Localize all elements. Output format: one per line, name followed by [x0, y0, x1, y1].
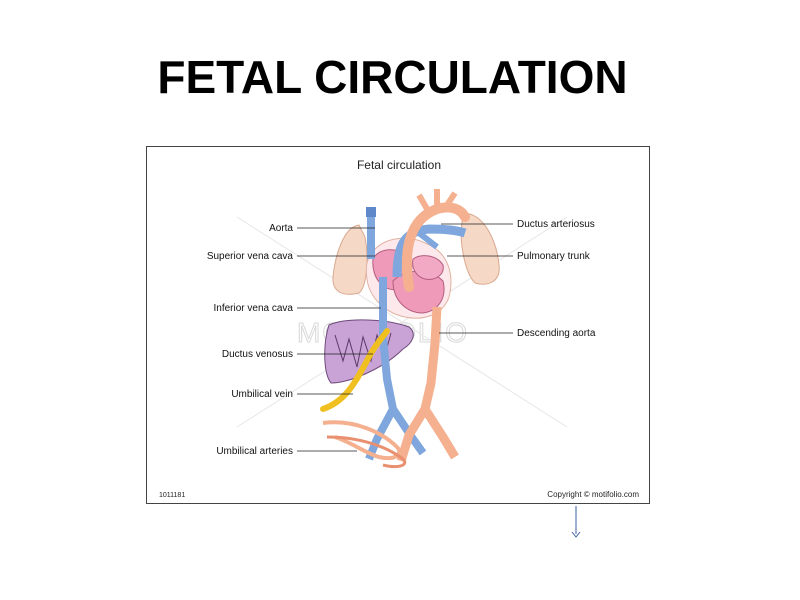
- pulmonary-branch: [417, 230, 439, 250]
- svc-end: [366, 207, 376, 217]
- fetal-circulation-figure: MOTIFOLIO Fetal circulation: [146, 146, 650, 504]
- right-lung: [460, 212, 500, 285]
- label-pulmonary-trunk: Pulmonary trunk: [517, 251, 591, 262]
- label-umbilical-vein: Umbilical vein: [231, 389, 293, 400]
- left-atrium: [412, 255, 444, 280]
- label-umbilical-arteries: Umbilical arteries: [216, 446, 293, 457]
- left-lung: [332, 224, 368, 295]
- label-superior-vena-cava: Superior vena cava: [207, 251, 294, 262]
- aortic-arch: [401, 202, 470, 292]
- label-descending-aorta: Descending aorta: [517, 328, 596, 339]
- down-arrow-icon[interactable]: [566, 506, 586, 540]
- aortic-branches: [416, 189, 458, 211]
- umbilical-artery: [322, 420, 402, 460]
- slide-title: FETAL CIRCULATION: [157, 51, 628, 103]
- figure-title: Fetal circulation: [357, 158, 441, 172]
- pulmonary-trunk: [392, 224, 467, 278]
- watermark-line: [236, 216, 568, 428]
- umbilical-vein: [320, 328, 390, 412]
- descending-aorta: [396, 306, 459, 463]
- label-ductus-arteriosus: Ductus arteriosus: [517, 219, 595, 230]
- vena-cava: [365, 211, 427, 461]
- figure-id: 1011181: [159, 492, 185, 499]
- label-inferior-vena-cava: Inferior vena cava: [214, 303, 294, 314]
- label-aorta: Aorta: [269, 223, 293, 234]
- label-ductus-venosus: Ductus venosus: [222, 349, 293, 360]
- copyright: Copyright © motifolio.com: [547, 490, 639, 499]
- umbilical-artery-2: [326, 435, 407, 469]
- diagram-svg: MOTIFOLIO Fetal circulation: [159, 158, 639, 499]
